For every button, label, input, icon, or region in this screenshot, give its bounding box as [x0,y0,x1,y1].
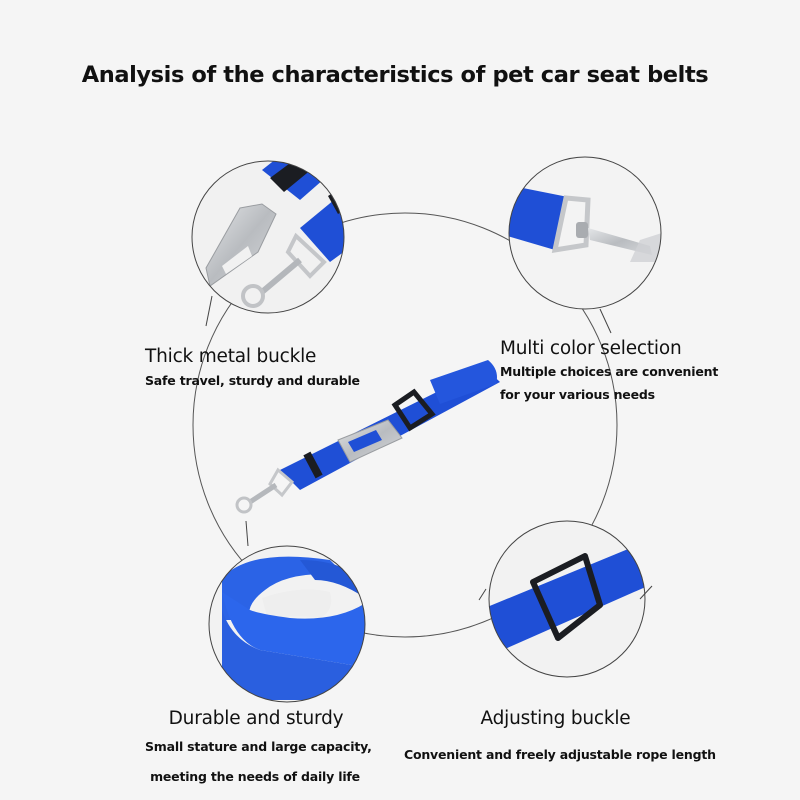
feature-heading: Durable and sturdy [168,708,344,729]
feature-multi-color-selection: Multi color selection Multiple choices a… [500,338,718,405]
thumb-slider-buckle [488,520,646,678]
feature-heading: Adjusting buckle [480,708,631,729]
thumb-swivel-hook [508,156,662,310]
feature-adjusting-buckle: Adjusting buckle Convenient and freely a… [404,708,716,765]
connector-ring [192,212,618,638]
feature-description: Safe travel, sturdy and durable [145,373,360,388]
feature-description: Small stature and large capacity, [145,739,372,754]
thumb-rolled-webbing [208,545,366,703]
feature-thick-metal-buckle: Thick metal buckle Safe travel, sturdy a… [145,346,360,391]
feature-durable-and-sturdy: Durable and sturdy Small stature and lar… [145,708,372,789]
feature-heading: Thick metal buckle [145,346,317,367]
feature-description: meeting the needs of daily life [150,769,360,784]
center-product-image [235,360,500,514]
feature-description: for your various needs [500,387,655,402]
page-title: Analysis of the characteristics of pet c… [81,62,709,88]
connector-lines [205,295,653,601]
thumb-metal-buckle [191,160,345,314]
feature-heading: Multi color selection [500,338,682,359]
feature-description: Convenient and freely adjustable rope le… [404,747,716,762]
feature-description: Multiple choices are convenient [500,364,719,379]
